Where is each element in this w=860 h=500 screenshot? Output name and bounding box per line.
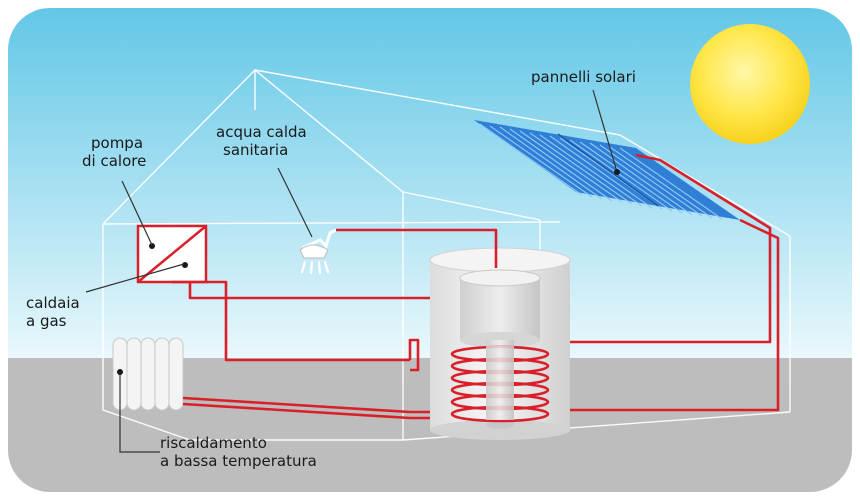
sun — [690, 24, 810, 144]
label-pompa-di-calore-2: di calore — [82, 152, 147, 170]
house-outline — [102, 69, 791, 441]
label-caldaia-2: a gas — [26, 312, 67, 330]
leader-dots — [117, 169, 620, 375]
label-pannelli-solari: pannelli solari — [531, 68, 636, 86]
label-pompa-di-calore-1: pompa — [91, 134, 144, 152]
label-riscaldamento-2: a bassa temperatura — [160, 452, 317, 470]
label-riscaldamento-1: riscaldamento — [160, 434, 267, 452]
label-acqua-calda-2: sanitaria — [223, 141, 289, 159]
shower-head-icon — [299, 228, 337, 275]
solar-panels — [474, 120, 740, 220]
inner-stem — [486, 346, 514, 420]
label-caldaia-1: caldaia — [26, 294, 80, 312]
label-acqua-calda-1: acqua calda — [216, 123, 307, 141]
heat-pump-box — [136, 224, 208, 284]
pipes — [172, 153, 780, 420]
leader-lines — [85, 89, 618, 453]
radiator — [112, 337, 184, 411]
